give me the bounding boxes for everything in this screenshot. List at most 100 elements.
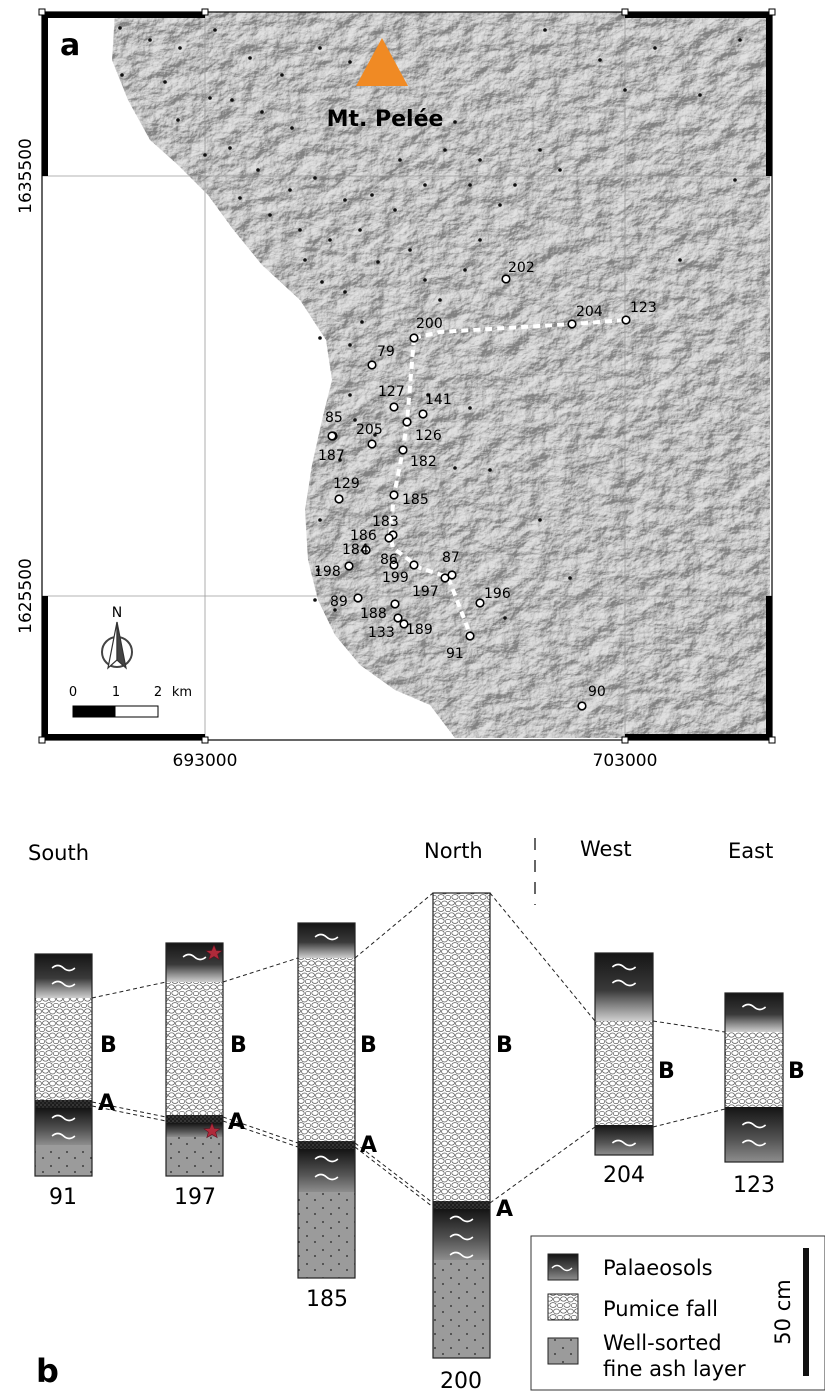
site-marker (367, 439, 377, 449)
sample-dot (408, 248, 412, 252)
site-label: 185 (402, 492, 429, 508)
sample-dot (538, 148, 542, 152)
sample-dot (313, 598, 317, 602)
site-marker (475, 598, 485, 608)
sample-dot (538, 518, 542, 522)
sample-dot (678, 258, 682, 262)
sample-dot (230, 98, 234, 102)
correlation-lines (91, 892, 726, 1208)
section-column-185 (297, 922, 356, 1279)
sample-dot (303, 258, 307, 262)
volcano-icon (356, 38, 408, 86)
scale-label-2: 2 (154, 685, 162, 700)
site-label: 197 (412, 584, 439, 600)
sample-dot (318, 336, 322, 340)
unit-b-label: B (230, 1033, 247, 1058)
site-label: 187 (318, 448, 345, 464)
legend-palaeosols: Palaeosols (603, 1256, 713, 1280)
sample-dot (423, 183, 427, 187)
site-label: 79 (377, 344, 395, 360)
scale-bar-50cm (803, 1248, 809, 1376)
site-marker (389, 560, 399, 570)
sample-dot (213, 28, 217, 32)
site-label: 204 (576, 304, 603, 320)
site-marker (389, 490, 399, 500)
site-marker (409, 560, 419, 570)
sample-dot (503, 616, 507, 620)
sample-dot (568, 576, 572, 580)
sample-dot (208, 96, 212, 100)
site-label: 123 (630, 300, 657, 316)
star-icon (205, 944, 223, 961)
section-number: 185 (306, 1287, 348, 1312)
panel-b-label: b (36, 1352, 59, 1390)
map-frame-ticks (42, 12, 772, 740)
sample-dot (443, 148, 447, 152)
sample-dot (280, 73, 284, 77)
sample-dot (343, 290, 347, 294)
site-label: 188 (360, 606, 387, 622)
site-label: 200 (416, 316, 443, 332)
map-grid (42, 12, 772, 740)
site-marker (465, 631, 475, 641)
sample-dot (318, 46, 322, 50)
north-label: N (112, 605, 122, 621)
sample-dot (248, 56, 252, 60)
site-marker (418, 409, 428, 419)
sample-dot (598, 58, 602, 62)
sample-dot (733, 178, 737, 182)
site-label: 86 (380, 552, 398, 568)
site-label: 133 (368, 625, 395, 641)
site-label: 198 (314, 564, 341, 580)
site-marker (389, 402, 399, 412)
section-column-123 (724, 992, 784, 1163)
site-label: 127 (378, 384, 405, 400)
sample-dot (453, 120, 457, 124)
sample-dot (333, 608, 337, 612)
sample-dot (393, 208, 397, 212)
sample-dot (498, 203, 502, 207)
sample-dot (376, 260, 380, 264)
sample-dot (148, 38, 152, 42)
site-label: 141 (425, 392, 452, 408)
site-label: 186 (350, 528, 377, 544)
sample-dot (203, 153, 207, 157)
site-marker (398, 445, 408, 455)
sample-dot (348, 343, 352, 347)
scale-bar-label: 50 cm (771, 1279, 795, 1344)
sample-dot (178, 46, 182, 50)
legend: Palaeosols Pumice fall Well-sorted fine … (530, 1235, 825, 1391)
site-marker (361, 545, 371, 555)
scale-label-1: 1 (112, 685, 120, 700)
header-west: West (580, 837, 632, 861)
unit-a-label: A (98, 1091, 115, 1116)
site-label: 126 (415, 428, 442, 444)
unit-a-label: A (360, 1133, 377, 1158)
site-marker (390, 599, 400, 609)
section-number: 200 (440, 1369, 482, 1394)
header-north: North (424, 839, 483, 863)
unit-b-label: B (496, 1033, 513, 1058)
sample-dot (360, 320, 364, 324)
site-marker (399, 619, 409, 629)
unit-a-label: A (496, 1197, 513, 1222)
sample-dot (558, 168, 562, 172)
sample-points (118, 26, 742, 620)
sample-dot (398, 158, 402, 162)
sample-dot (238, 196, 242, 200)
site-label: 205 (356, 422, 383, 438)
sample-dot (256, 168, 260, 172)
site-marker (402, 417, 412, 427)
scale-label-0: 0 (69, 685, 77, 700)
site-label: 90 (588, 684, 606, 700)
site-marker (353, 593, 363, 603)
panel-a-label: a (60, 28, 80, 63)
legend-ash-1: Well-sorted (603, 1331, 722, 1355)
sample-dot (373, 433, 377, 437)
scale-label-unit: km (172, 685, 192, 700)
site-marker (334, 494, 344, 504)
y-tick-1625500: 1625500 (16, 558, 36, 634)
site-label: 202 (508, 260, 535, 276)
